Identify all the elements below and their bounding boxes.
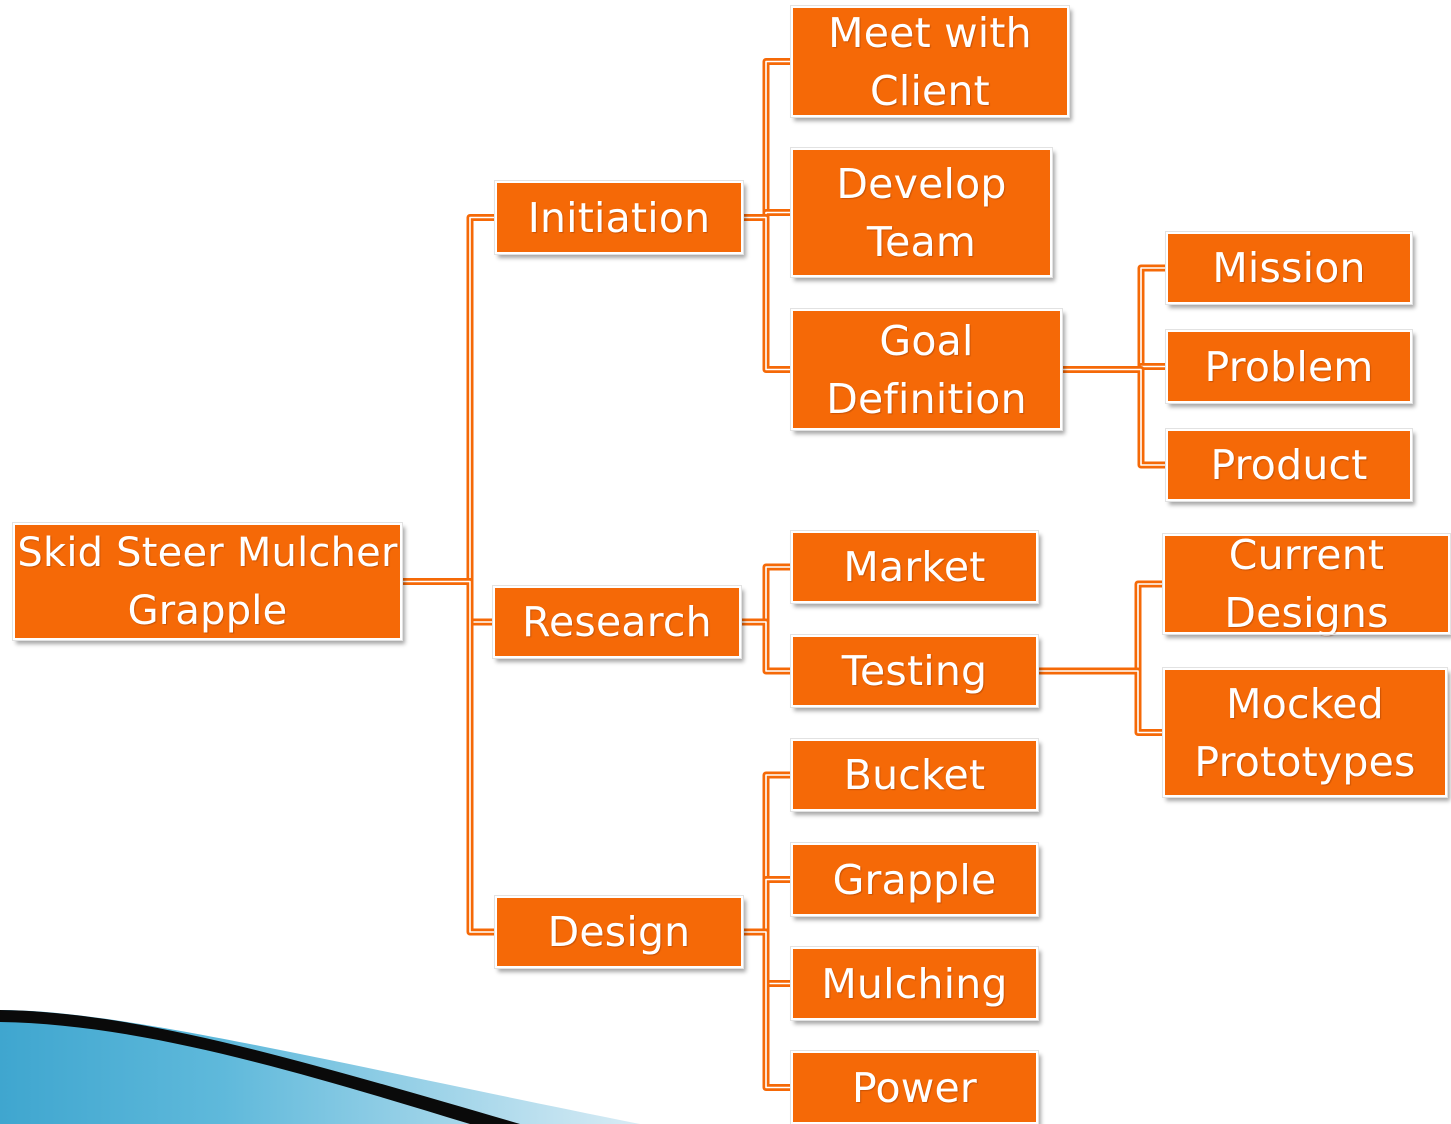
node-label: Mission <box>1212 244 1366 292</box>
node-label: Skid Steer Mulcher Grapple <box>17 529 398 634</box>
node-label: Mocked Prototypes <box>1194 679 1416 786</box>
node-label: Goal Definition <box>826 316 1027 423</box>
connector-root-design-highlight <box>402 580 495 933</box>
node-label: Design <box>547 908 691 956</box>
connector-initiation-meet_client <box>743 58 791 221</box>
connector-design-power-highlight <box>743 931 791 1089</box>
node-label: Meet with Client <box>828 8 1032 115</box>
node-develop-team: Develop Team <box>790 147 1053 278</box>
connector-root-initiation-highlight <box>402 216 495 583</box>
node-label: Product <box>1210 441 1368 489</box>
connector-design-power <box>743 928 791 1091</box>
connector-testing-mocked_prototypes-highlight <box>1038 670 1163 734</box>
node-label: Problem <box>1204 342 1374 391</box>
connector-research-testing-highlight <box>741 621 791 672</box>
node-problem: Problem <box>1165 329 1413 404</box>
node-meet-with-client: Meet with Client <box>790 5 1070 118</box>
connector-design-grapple <box>743 876 791 936</box>
node-mocked-prototypes: Mocked Prototypes <box>1162 667 1448 798</box>
node-label: Testing <box>841 647 988 695</box>
node-label: Research <box>522 598 712 646</box>
connector-root-initiation <box>402 214 495 585</box>
connector-goal_definition-product-highlight <box>1062 368 1166 466</box>
connector-research-market-highlight <box>741 566 791 623</box>
node-mulching: Mulching <box>790 946 1039 1021</box>
node-bucket: Bucket <box>790 738 1039 812</box>
node-research: Research <box>492 585 742 659</box>
node-design: Design <box>494 895 744 969</box>
connector-testing-current_designs-highlight <box>1038 583 1163 672</box>
node-mission: Mission <box>1165 231 1413 305</box>
connector-testing-mocked_prototypes <box>1038 667 1163 736</box>
node-product: Product <box>1165 428 1413 502</box>
node-label: Mulching <box>821 959 1008 1008</box>
node-power: Power <box>790 1050 1039 1124</box>
node-initiation: Initiation <box>494 180 744 255</box>
node-goal-definition: Goal Definition <box>790 308 1063 431</box>
node-grapple: Grapple <box>790 842 1039 917</box>
node-current-designs: Current Designs <box>1162 531 1451 637</box>
node-label: Bucket <box>843 751 986 799</box>
connector-goal_definition-mission <box>1062 264 1166 373</box>
connector-root-research-highlight <box>402 580 493 623</box>
connector-goal_definition-product <box>1062 366 1166 469</box>
connector-goal_definition-mission-highlight <box>1062 267 1166 371</box>
node-label: Grapple <box>832 855 997 904</box>
node-label: Current Designs <box>1224 531 1389 637</box>
node-label: Market <box>843 543 986 591</box>
connector-testing-current_designs <box>1038 580 1163 675</box>
connector-root-design <box>402 578 495 936</box>
connector-root-research <box>402 578 493 626</box>
root-node-skid-steer-mulcher-grapple: Skid Steer Mulcher Grapple <box>12 522 403 641</box>
node-label: Develop Team <box>836 159 1007 266</box>
node-testing: Testing <box>790 634 1039 708</box>
node-label: Initiation <box>527 193 711 242</box>
node-market: Market <box>790 530 1039 604</box>
connector-initiation-goal_definition-highlight <box>743 216 791 371</box>
node-label: Power <box>852 1063 977 1112</box>
connector-initiation-goal_definition <box>743 214 791 373</box>
